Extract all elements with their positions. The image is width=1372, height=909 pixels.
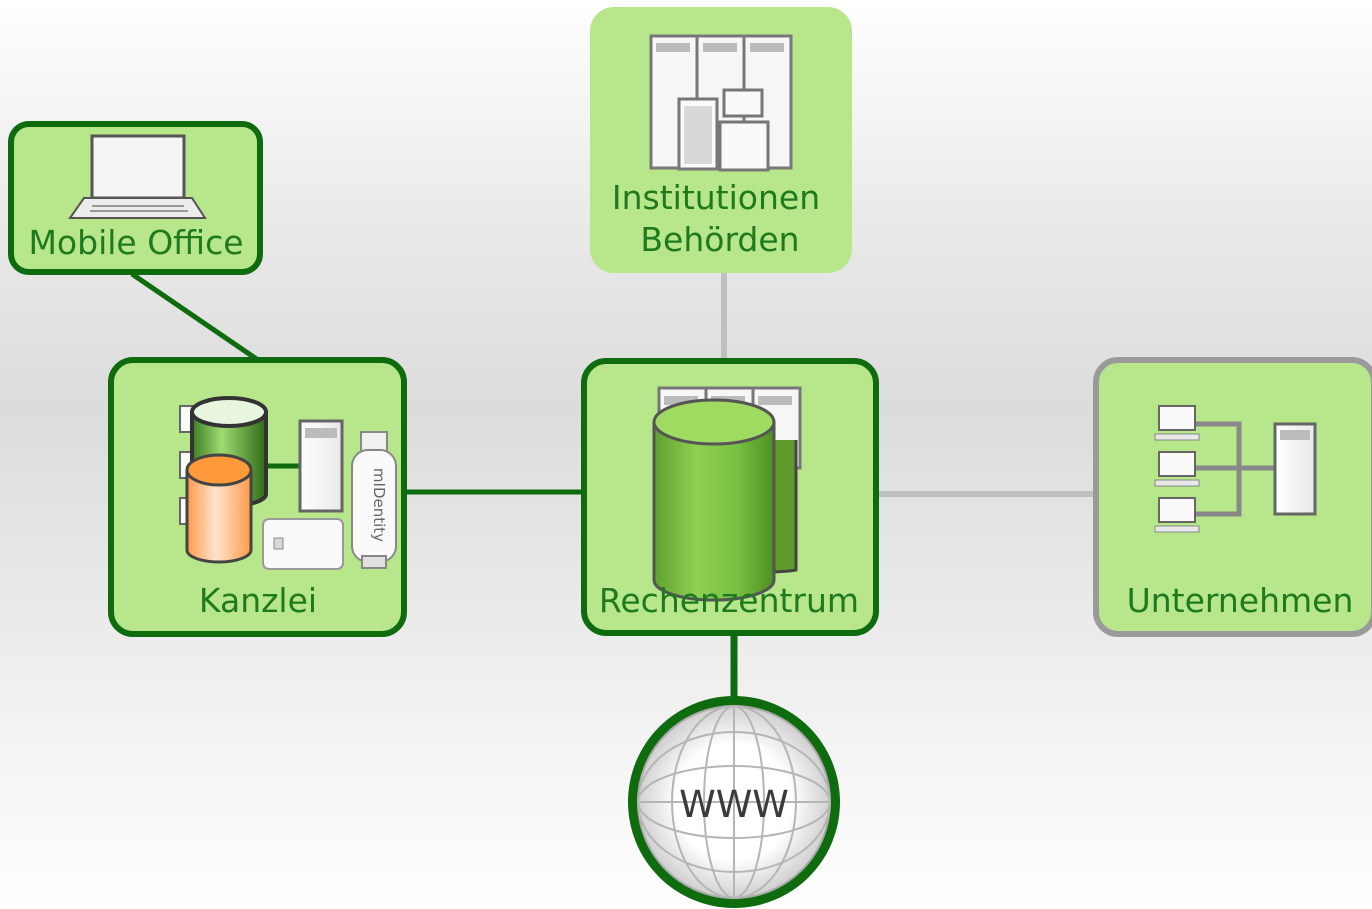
workstation-icon bbox=[1154, 405, 1275, 533]
link-mobile-kanzlei bbox=[130, 271, 260, 363]
node-www: WWW bbox=[628, 696, 840, 908]
server-tower-icon bbox=[298, 419, 344, 513]
server-tower-icon bbox=[1273, 422, 1317, 516]
node-mobile-office: Mobile Office bbox=[8, 121, 263, 275]
database-icon bbox=[652, 398, 776, 602]
mobile-office-label: Mobile Office bbox=[28, 223, 243, 262]
behoerden-label: Behörden bbox=[640, 220, 799, 259]
kanzlei-label: Kanzlei bbox=[199, 581, 317, 620]
node-kanzlei: mIDentity Kanzlei bbox=[108, 357, 407, 637]
smartcard-icon bbox=[262, 518, 344, 570]
node-rechenzentrum: Rechenzentrum bbox=[581, 358, 879, 636]
laptop-icon bbox=[68, 134, 207, 219]
unternehmen-label: Unternehmen bbox=[1127, 581, 1354, 620]
institutionen-label: Institutionen bbox=[612, 178, 820, 217]
database-icon bbox=[185, 453, 253, 564]
node-institutionen: Institutionen Behörden bbox=[590, 7, 852, 273]
rechenzentrum-label: Rechenzentrum bbox=[599, 581, 859, 620]
globe-icon bbox=[637, 705, 831, 899]
node-unternehmen: Unternehmen bbox=[1093, 357, 1372, 637]
usb-token-icon: mIDentity bbox=[351, 431, 397, 569]
usb-token-label: mIDentity bbox=[370, 468, 388, 542]
server-rack-icon bbox=[649, 34, 793, 172]
www-label: WWW bbox=[679, 783, 789, 826]
